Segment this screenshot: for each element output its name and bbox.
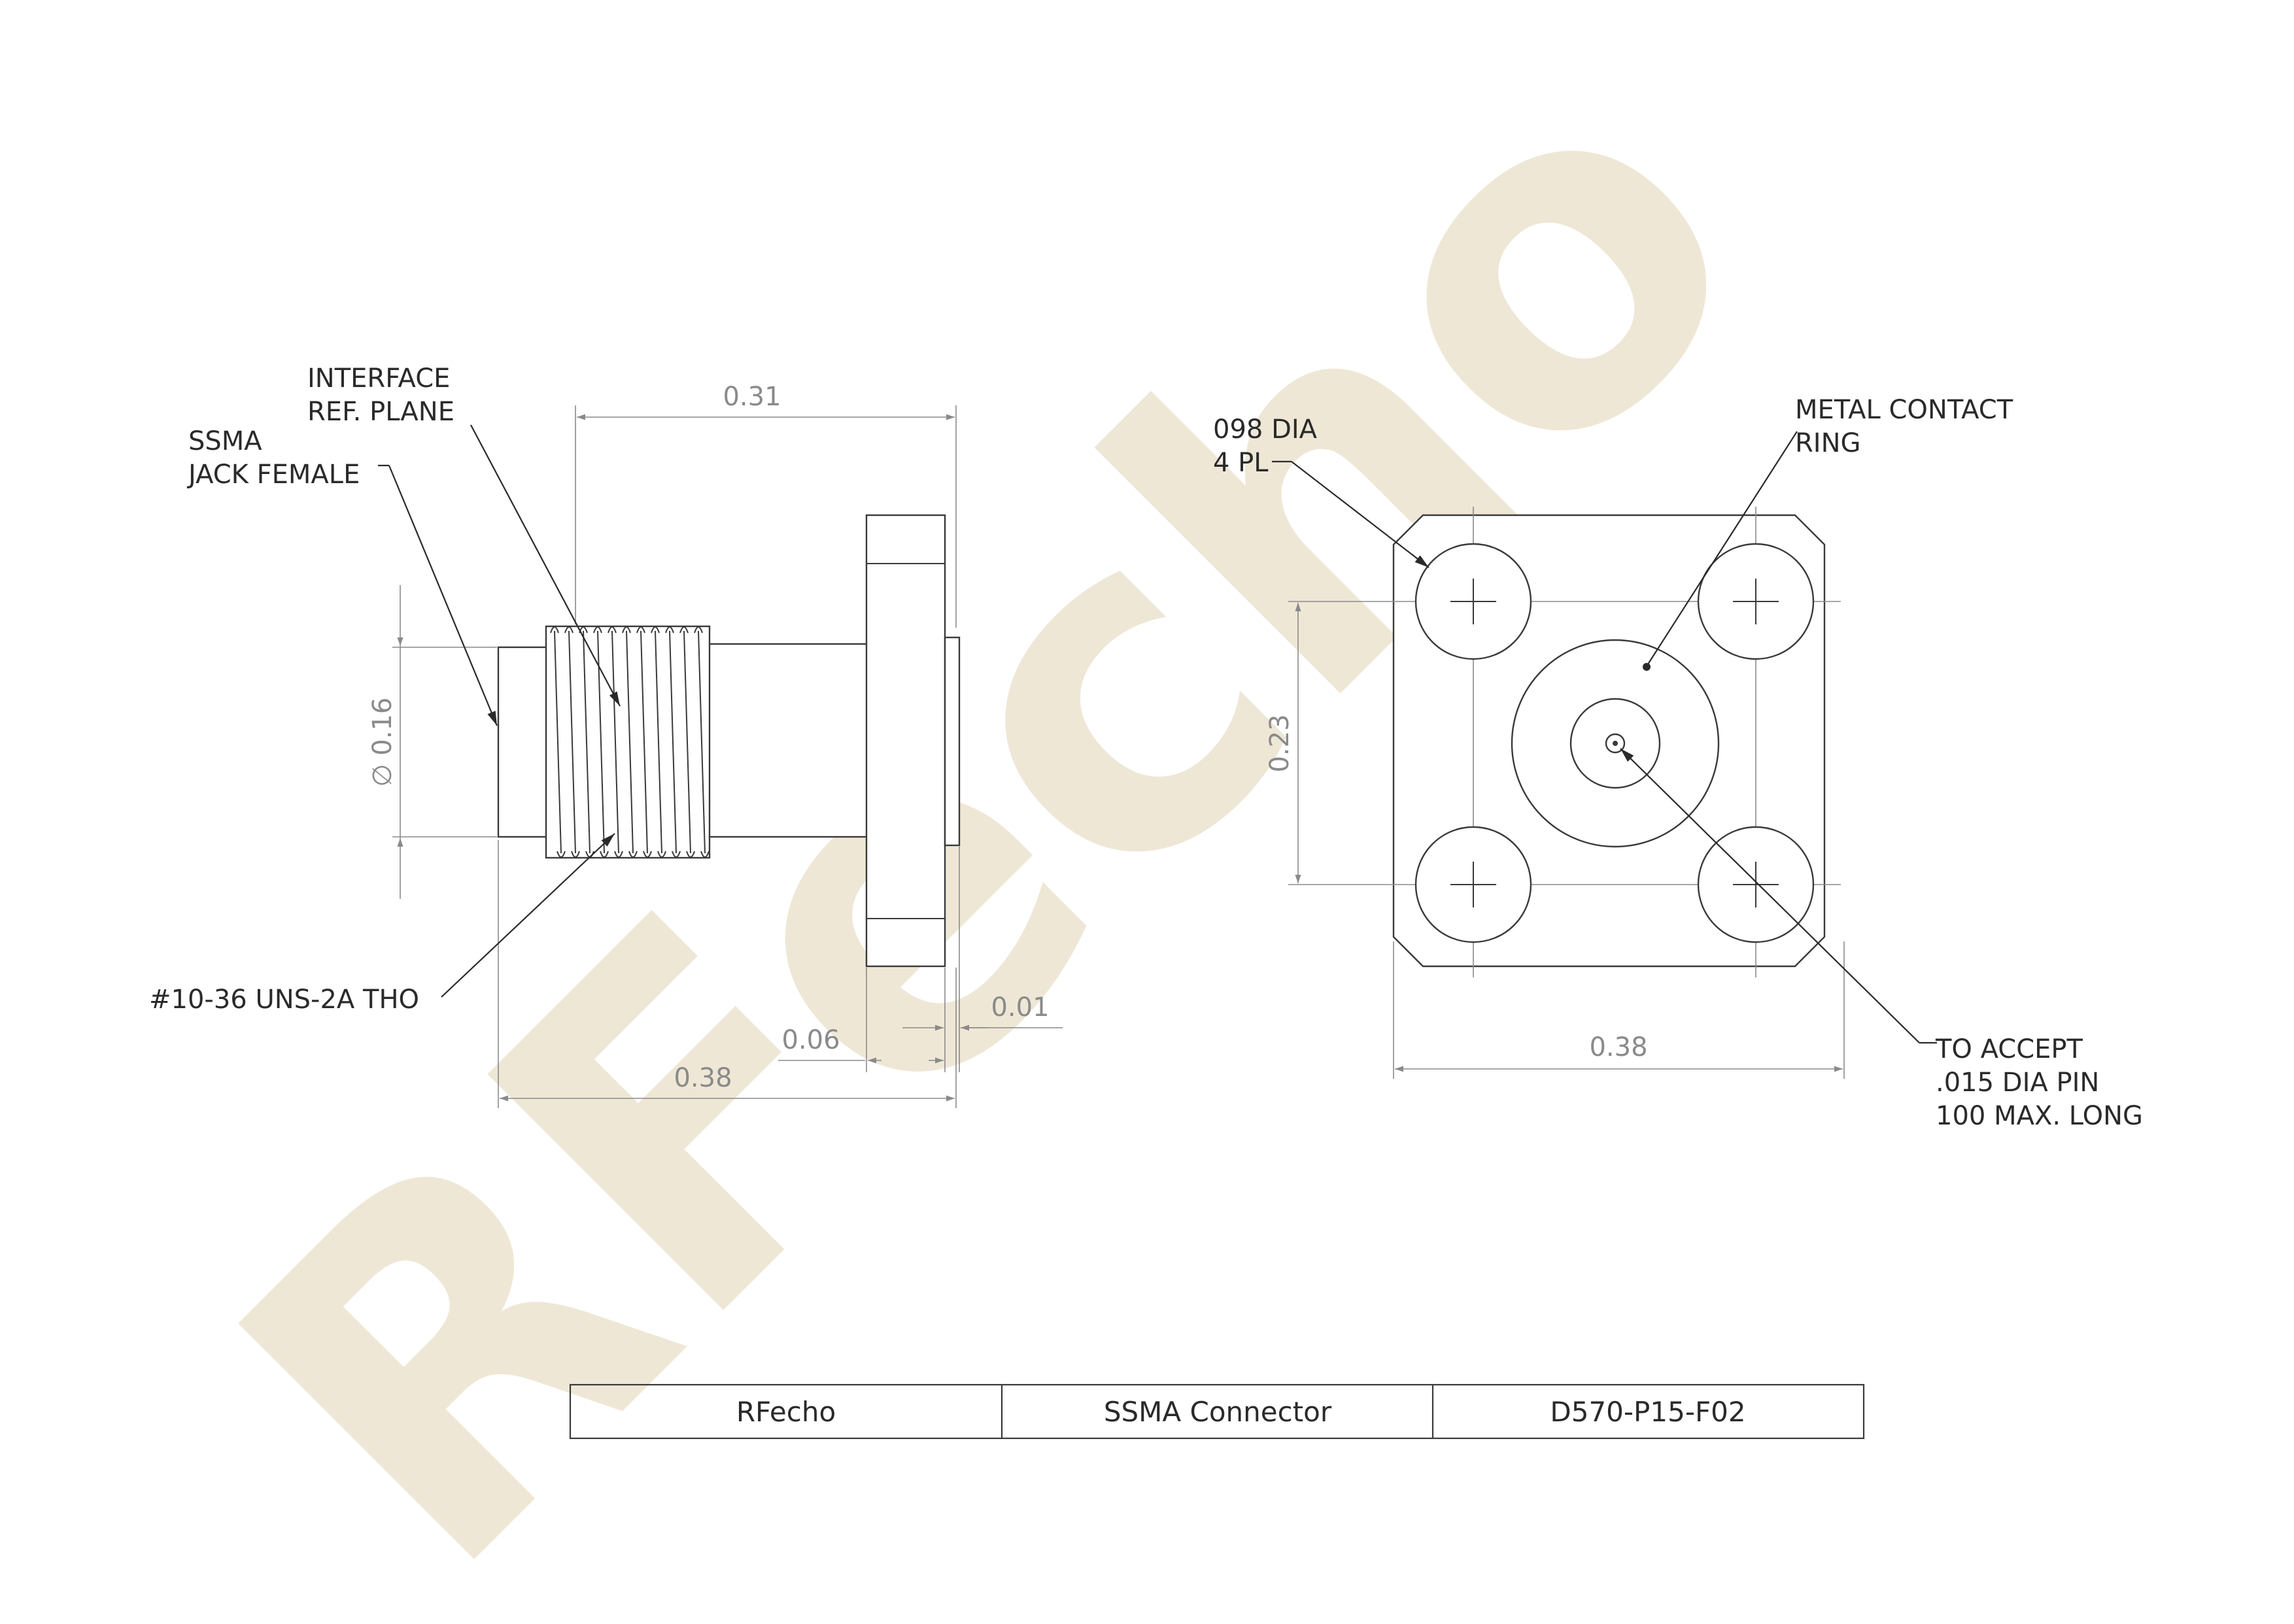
dim-flange-thickness: 0.06 bbox=[781, 1025, 840, 1055]
thread-crests bbox=[550, 626, 710, 858]
dim-diameter: ∅ 0.16 bbox=[368, 698, 398, 787]
dim-hole-spacing: 0.23 bbox=[1265, 714, 1295, 772]
title-part-number: D570-P15-F02 bbox=[1550, 1396, 1745, 1428]
dim-step: 0.01 bbox=[991, 992, 1049, 1023]
mounting-holes bbox=[1414, 543, 1815, 943]
flange bbox=[865, 514, 946, 968]
connector-barrel bbox=[705, 643, 871, 838]
rear-step bbox=[944, 636, 961, 847]
title-company: RFecho bbox=[736, 1396, 836, 1428]
title-product: SSMA Connector bbox=[1104, 1396, 1332, 1428]
title-block: RFecho SSMA Connector D570-P15-F02 bbox=[569, 1383, 1865, 1440]
label-thread-spec: #10-36 UNS-2A THO bbox=[149, 985, 419, 1015]
dim-top-length: 0.31 bbox=[723, 382, 781, 412]
connector-front-face bbox=[497, 646, 549, 838]
dim-overall-length: 0.38 bbox=[674, 1063, 732, 1093]
dim-flange-width: 0.38 bbox=[1589, 1032, 1647, 1062]
